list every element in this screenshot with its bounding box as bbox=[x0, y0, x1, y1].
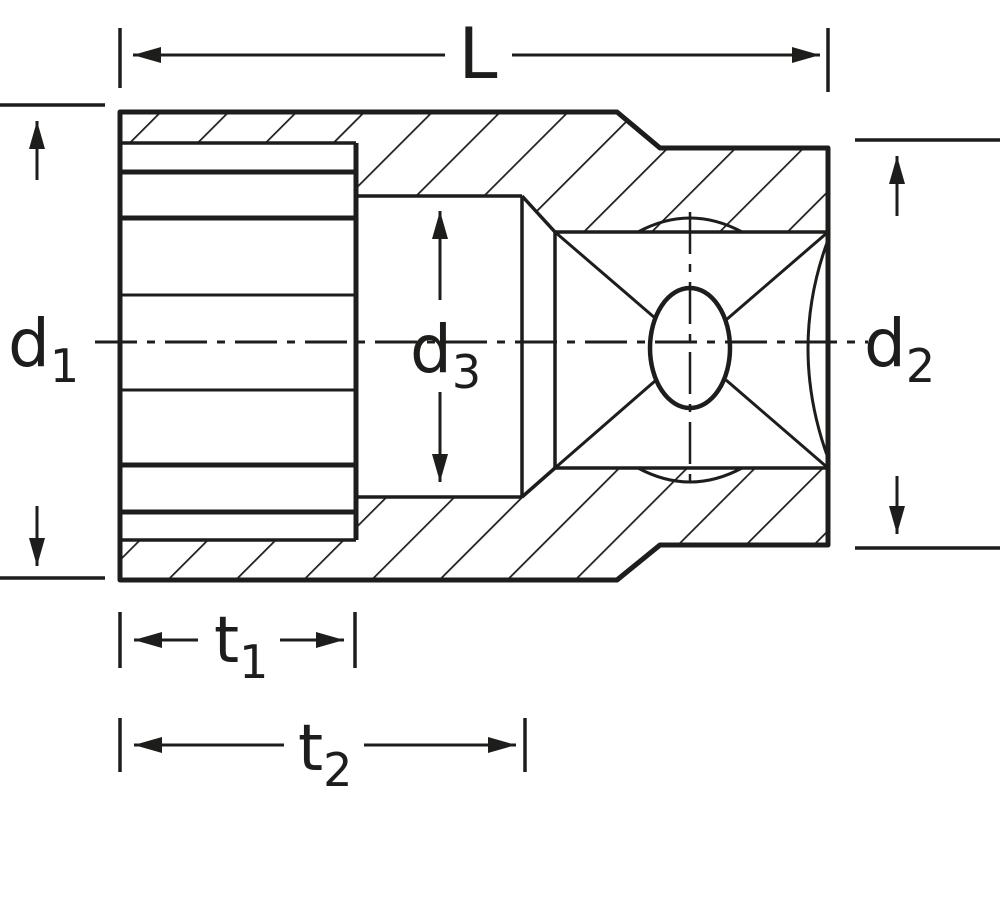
label-t2: t2 bbox=[298, 712, 352, 797]
drive-far-wall-arc bbox=[806, 239, 830, 459]
label-L: L bbox=[459, 13, 498, 95]
hatching-bottom-band bbox=[120, 468, 828, 580]
socket-outline bbox=[117, 109, 831, 583]
dimension-d2: d2 bbox=[855, 138, 1000, 550]
square-drive bbox=[553, 212, 830, 484]
label-d1: d1 bbox=[8, 305, 79, 393]
dimension-t2: t2 bbox=[118, 712, 527, 797]
dimension-t1: t1 bbox=[118, 604, 357, 689]
serration-lines bbox=[121, 141, 359, 542]
bore-d3 bbox=[356, 194, 557, 499]
dimension-d1: d1 bbox=[0, 103, 105, 580]
dimension-L: L bbox=[118, 13, 830, 95]
label-d2: d2 bbox=[864, 305, 935, 393]
label-d3: d3 bbox=[410, 311, 481, 399]
label-t1: t1 bbox=[214, 604, 268, 689]
dimension-d3: d3 bbox=[410, 211, 481, 482]
